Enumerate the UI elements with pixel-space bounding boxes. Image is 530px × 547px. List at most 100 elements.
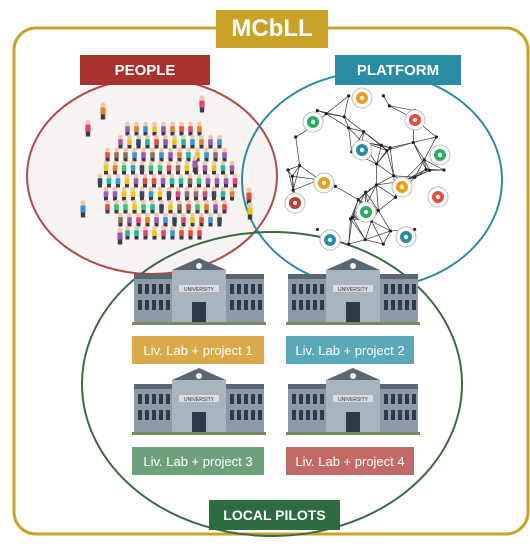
network-link <box>296 137 300 165</box>
person-icon <box>179 226 184 240</box>
network-node <box>389 146 392 149</box>
person-icon <box>177 148 182 162</box>
network-link <box>378 197 395 210</box>
person-icon <box>134 174 139 188</box>
person-icon <box>199 213 204 227</box>
person-icon <box>222 148 227 162</box>
network-link <box>390 142 413 147</box>
network-node <box>316 228 319 231</box>
chat-icon <box>352 140 372 160</box>
person-icon <box>136 213 141 227</box>
person-icon <box>127 135 132 149</box>
network-link <box>415 169 426 177</box>
person-icon <box>177 200 182 214</box>
wifi-icon <box>356 202 376 222</box>
network-node <box>382 242 385 245</box>
pilot-label-3: Liv. Lab + project 3 <box>132 447 264 475</box>
person-icon <box>113 161 118 175</box>
network-node <box>357 198 360 201</box>
network-link <box>365 221 371 240</box>
person-icon <box>140 187 145 201</box>
network-node <box>347 94 350 97</box>
person-icon <box>172 135 177 149</box>
person-icon <box>172 213 177 227</box>
network-node <box>347 242 350 245</box>
clock-icon <box>428 187 448 207</box>
network-node <box>351 216 354 219</box>
person-icon <box>190 213 195 227</box>
person-icon <box>167 187 172 201</box>
person-icon <box>141 200 146 214</box>
person-icon <box>192 155 197 172</box>
network-node <box>375 183 378 186</box>
person-icon <box>149 187 154 201</box>
network-node <box>316 109 319 112</box>
person-icon <box>104 187 109 201</box>
person-icon <box>176 161 181 175</box>
person-icon <box>152 122 157 136</box>
person-icon <box>100 102 105 119</box>
network-node <box>380 144 383 147</box>
network-node <box>389 229 392 232</box>
person-icon <box>179 122 184 136</box>
person-icon <box>159 148 164 162</box>
network-node <box>364 238 367 241</box>
person-icon <box>224 174 229 188</box>
person-icon <box>161 226 166 240</box>
person-icon <box>123 148 128 162</box>
person-icon <box>150 148 155 162</box>
person-icon <box>195 200 200 214</box>
person-icon <box>114 148 119 162</box>
network-node <box>375 162 378 165</box>
tools-icon <box>320 230 340 250</box>
person-icon <box>140 161 145 175</box>
person-icon <box>190 135 195 149</box>
people-label: PEOPLE <box>80 55 210 85</box>
person-icon <box>170 174 175 188</box>
building-sign-text: UNIVERSITY <box>184 287 215 293</box>
person-icon <box>188 226 193 240</box>
person-icon <box>170 226 175 240</box>
person-icon <box>98 174 103 188</box>
person-icon <box>143 226 148 240</box>
network-node <box>392 174 395 177</box>
person-icon <box>118 135 123 149</box>
network-node <box>412 141 415 144</box>
person-icon <box>123 200 128 214</box>
network-node <box>343 115 346 118</box>
person-icon <box>206 174 211 188</box>
network-link <box>383 96 389 106</box>
person-icon <box>154 135 159 149</box>
person-icon <box>132 148 137 162</box>
person-icon <box>122 187 127 201</box>
university-building: UNIVERSITY <box>132 368 266 435</box>
network-node <box>394 196 397 199</box>
network-link <box>389 106 414 111</box>
person-icon <box>213 200 218 214</box>
person-icon <box>181 213 186 227</box>
person-icon <box>104 161 109 175</box>
person-icon <box>143 122 148 136</box>
person-icon <box>179 174 184 188</box>
pilot-label-4: Liv. Lab + project 4 <box>286 447 414 475</box>
person-icon <box>154 213 159 227</box>
network-node <box>388 104 391 107</box>
person-icon <box>161 174 166 188</box>
person-icon <box>197 122 202 136</box>
person-icon <box>212 187 217 201</box>
building-sign-text: UNIVERSITY <box>338 287 369 293</box>
person-icon <box>105 148 110 162</box>
person-icon <box>199 135 204 149</box>
person-icon <box>125 226 130 240</box>
person-icon <box>233 174 238 188</box>
person-icon <box>145 213 150 227</box>
person-icon <box>221 161 226 175</box>
person-icon <box>113 187 118 201</box>
folder-icon <box>352 88 372 108</box>
person-icon <box>118 213 123 227</box>
person-icon <box>186 148 191 162</box>
person-icon <box>186 200 191 214</box>
person-icon <box>208 135 213 149</box>
building-sign-text: UNIVERSITY <box>184 397 215 403</box>
person-icon <box>125 174 130 188</box>
